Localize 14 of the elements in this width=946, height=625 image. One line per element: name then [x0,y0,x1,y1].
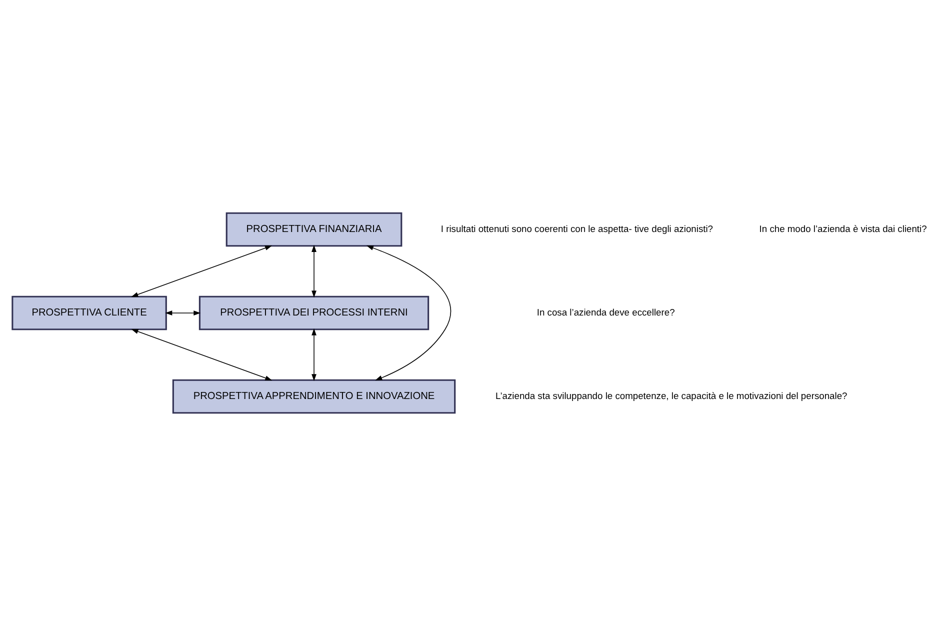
label: I risultati ottenuti sono coerenti con le aspetta- tive degli azionisti? [440,223,714,234]
arrow [312,328,316,381]
node-box: PROSPETTIVA DEI PROCESSI INTERNI [198,295,430,330]
node-box: PROSPETTIVA APPRENDIMENTO E INNOVAZIONE [172,378,456,414]
arrow [131,245,272,296]
arrow [165,310,201,315]
label: In che modo l’azienda è vista dai clienti? [759,223,927,234]
label: In cosa l’azienda deve eccellere? [536,306,675,317]
label: L’azienda sta sviluppando le competenze, le capacità e le motivazioni del personale? [496,390,848,400]
arrow [366,245,452,380]
arrow [312,244,316,298]
node-box: PROSPETTIVA CLIENTE [12,295,167,330]
node-box: PROSPETTIVA FINANZIARIA [226,212,402,246]
arrow [131,328,272,380]
